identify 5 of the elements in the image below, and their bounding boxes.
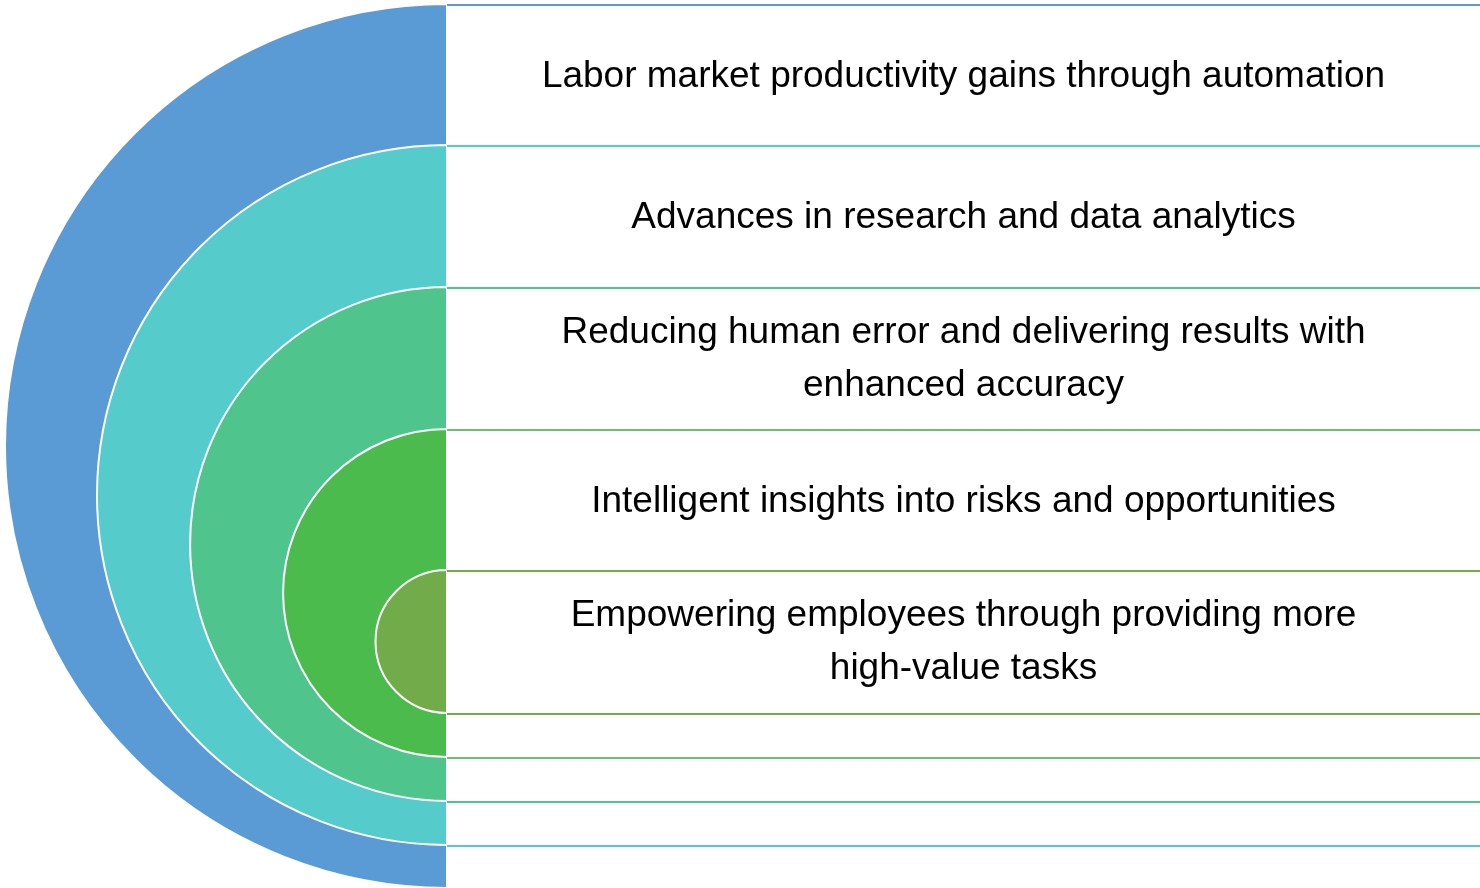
row-text: Labor market productivity gains through automation <box>541 52 1386 97</box>
row-text: Reducing human error and delivering results with enhanced accuracy <box>560 309 1367 406</box>
row-text: Empowering employees through providing more high-value tasks <box>569 592 1358 689</box>
row-text: Intelligent insights into risks and opportunities <box>591 477 1336 522</box>
row-text: Advances in research and data analytics <box>631 193 1296 238</box>
